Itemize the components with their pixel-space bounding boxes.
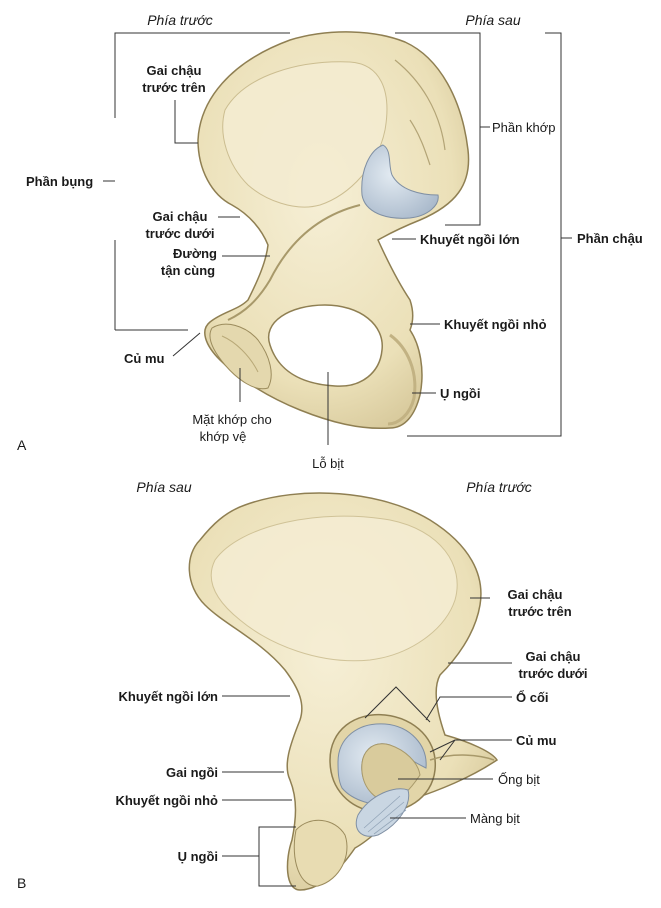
lesser-sciatic-notch-label-a: Khuyết ngồi nhỏ — [444, 317, 547, 332]
bracket-abdominal-top — [114, 32, 290, 118]
aiis-label-a-line2: trước dưới — [145, 226, 215, 241]
panel-a-letter: A — [17, 437, 27, 453]
aiis-label-b-line2: trước dưới — [518, 666, 588, 681]
panel-a-posterior-label: Phía sau — [465, 12, 521, 28]
panel-b-bone — [188, 492, 499, 891]
obturator-foramen-label: Lỗ bịt — [312, 456, 344, 471]
greater-sciatic-notch-label-a: Khuyết ngồi lớn — [420, 232, 520, 247]
terminal-line-ridge — [227, 204, 361, 321]
obturator-canal-label: Ống bịt — [498, 772, 540, 787]
panel-b-anterior-label: Phía trước — [466, 479, 532, 495]
terminal-line-label-line2: tận cùng — [160, 263, 216, 278]
pubic-tubercle-label-a: Củ mu — [124, 351, 165, 366]
aiis-label-b-line1: Gai chậu — [525, 649, 581, 664]
panel-b-letter: B — [17, 875, 27, 891]
leader-acetabulum — [425, 696, 512, 721]
obturator-foramen-hole — [267, 304, 383, 387]
panel-a-anterior-label: Phía trước — [147, 12, 213, 28]
pubic-tubercle-label-b: Củ mu — [516, 733, 557, 748]
symphyseal-surface-label-line1: Mặt khớp cho — [192, 412, 272, 427]
aiis-label-a-line1: Gai chậu — [152, 209, 208, 224]
asis-label-b-line2: trước trên — [508, 604, 572, 619]
ischial-tuberosity-label-a: Ụ ngồi — [440, 386, 481, 401]
bracket-pelvic — [407, 32, 562, 437]
leader-pubic-b2 — [439, 739, 456, 761]
articular-part-label: Phần khớp — [492, 120, 556, 135]
leader-pubic-a — [172, 332, 201, 357]
obturator-membrane-label: Màng bịt — [470, 811, 520, 826]
leader-acetabulum-v — [364, 686, 431, 723]
ischial-tuberosity-b — [293, 819, 348, 887]
membrane-fibers — [363, 795, 407, 835]
asis-label-a-line2: trước trên — [142, 80, 206, 95]
posterior-ridge — [394, 59, 446, 166]
gluteal-surface — [210, 515, 458, 662]
pelvic-part-label: Phần chậu — [577, 231, 643, 246]
pubic-ramus-ridge — [429, 754, 495, 761]
ischial-tuberosity-label-b: Ụ ngồi — [177, 849, 218, 864]
symphyseal-surface — [209, 323, 272, 390]
leader-asis-a — [174, 100, 198, 144]
ischial-spine-label-b: Gai ngồi — [166, 765, 218, 780]
asis-label-a-line1: Gai chậu — [146, 63, 202, 78]
lesser-sciatic-notch-label-b: Khuyết ngồi nhỏ — [115, 793, 218, 808]
greater-sciatic-notch-label-b: Khuyết ngồi lớn — [118, 689, 218, 704]
auricular-surface — [361, 144, 439, 219]
panel-b-leaders — [222, 597, 512, 887]
panel-a-bone — [197, 31, 470, 430]
ischial-tuberosity-shading — [387, 333, 417, 426]
symphyseal-texture — [221, 335, 259, 373]
panel-b-posterior-label: Phía sau — [136, 479, 192, 495]
asis-label-b-line1: Gai chậu — [507, 587, 563, 602]
bracket-articular — [395, 32, 481, 226]
panel-a-leaders — [103, 32, 572, 445]
symphyseal-surface-label-line2: khớp vệ — [199, 429, 247, 444]
abdominal-part-label: Phần bụng — [26, 174, 94, 189]
acetabulum-label: Ổ cối — [516, 690, 549, 705]
terminal-line-label-line1: Đường — [173, 246, 217, 261]
